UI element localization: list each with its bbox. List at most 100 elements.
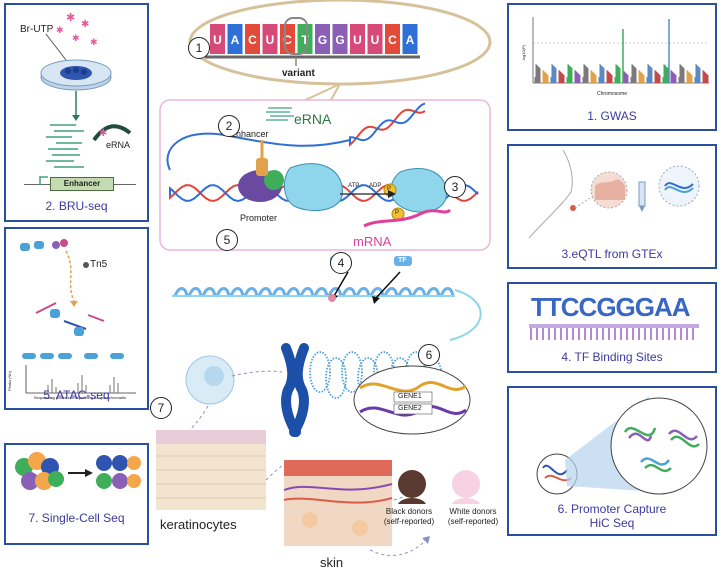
white-donors-label: White donors (self-reported) [447, 507, 499, 526]
svg-text:✱: ✱ [90, 37, 98, 47]
base-tile [280, 24, 295, 54]
base-tile [332, 24, 348, 54]
erna-strands-icon [266, 107, 294, 121]
base-letter: C [388, 33, 397, 47]
base-tile [245, 24, 260, 54]
step-number-6: 6 [418, 344, 440, 366]
bru-enhancer-box: Enhancer [50, 177, 114, 191]
bru-seq-illustration: ✱ ✱ ✱ ✱ ✱ ✱ [24, 12, 136, 185]
tn5-label: Tn5 [90, 259, 108, 270]
mrna-strand [363, 208, 452, 228]
chromatin-row-icon [22, 353, 124, 359]
bru-seq-panel: Br-UTP ✱ ✱ ✱ ✱ ✱ ✱ eRNA Enhancer [4, 3, 149, 222]
step-number-5: 5 [216, 229, 238, 251]
svg-text:✱: ✱ [99, 128, 107, 139]
tf-caption: 4. TF Binding Sites [561, 350, 663, 364]
base-tile [367, 24, 383, 54]
step-number-4: 4 [330, 252, 352, 274]
base-letter: U [371, 33, 380, 47]
base-tile [385, 24, 400, 54]
base-tile [297, 24, 313, 54]
nucleosome-icon [20, 239, 68, 251]
gene2-label: GENE2 [398, 405, 422, 412]
adp-label: ADP [369, 183, 382, 189]
mixed-cells-icon [15, 452, 64, 490]
base-tile [402, 24, 418, 54]
base-letter: G [335, 33, 344, 47]
tf-binding-illustration [529, 324, 699, 340]
petri-dish-icon [40, 59, 112, 91]
white-donor-avatar-icon [452, 470, 480, 504]
keratinocytes-label: keratinocytes [160, 517, 237, 532]
base-tile [210, 24, 225, 54]
tube-icon [638, 181, 646, 212]
tn5-enzyme-icon [83, 262, 89, 268]
enhancer-label: Enhancer [230, 129, 269, 139]
chromatin-loops-icon [623, 426, 700, 473]
svg-text:✱: ✱ [81, 19, 89, 30]
hic-caption-line2: HiC Seq [589, 516, 635, 530]
base-tile [227, 24, 243, 54]
single-cell-caption: 7. Single-Cell Seq [28, 511, 125, 525]
atac-seq-caption-visible: 5. ATAC-seq [43, 388, 110, 402]
variant-label: variant [282, 68, 315, 79]
atac-xaxis-label: Sequencing peaks corresponding to open c… [33, 395, 127, 400]
atp-label: ATP [348, 183, 360, 189]
chromosome-icon [281, 343, 309, 437]
base-tile [350, 24, 365, 54]
bru-erna-label: eRNA [106, 140, 131, 150]
base-letter: A [231, 33, 240, 47]
base-letter: U [353, 33, 362, 47]
hic-panel: 6. Promoter Capture HiC Seq [507, 386, 717, 536]
nascent-rna-reads-icon [46, 124, 84, 168]
base-letter: C [248, 33, 257, 47]
bru-enhancer-label: Enhancer [63, 179, 101, 188]
atac-peaks-chart [25, 365, 136, 394]
base-letter: C [283, 33, 292, 47]
base-letter: U [266, 33, 275, 47]
gwas-manhattan-plot [532, 17, 709, 84]
svg-text:✱: ✱ [72, 33, 80, 43]
svg-text:✱: ✱ [66, 12, 75, 24]
single-cell-illustration [15, 452, 141, 490]
fragment-icon [35, 302, 105, 336]
step-number-7: 7 [150, 397, 172, 419]
step-number-2: 2 [218, 115, 240, 137]
eqtl-panel: 3.eQTL from GTEx [507, 144, 717, 269]
gwas-xaxis-label: Chromosome [596, 91, 627, 97]
step-number-1: 1 [188, 37, 210, 59]
black-donors-label: Black donors (self-reported) [383, 507, 435, 526]
phosphate-label-1: P [387, 186, 392, 192]
tf-binding-panel: TTCCGGGAA 4. TF Binding Sites [507, 282, 717, 373]
atac-seq-panel: Tn5 Peaks (Nb) Sequencing peaks correspo… [4, 227, 149, 410]
phosphate-label-2: P [395, 210, 400, 216]
gwas-caption: 1. GWAS [587, 109, 637, 123]
gwas-yaxis-label: -log10(P) [521, 45, 526, 62]
eqtl-caption: 3.eQTL from GTEx [561, 247, 663, 261]
skin-label: skin [320, 555, 344, 570]
skin-biopsy-icon [590, 171, 628, 209]
promoter-complex-icon [238, 140, 284, 202]
hic-illustration [536, 396, 708, 495]
atac-seq-illustration [20, 239, 124, 359]
erna-label: eRNA [294, 111, 332, 127]
base-tile [262, 24, 278, 54]
sorted-cells-icon [96, 455, 141, 489]
black-donor-avatar-icon [398, 470, 426, 504]
hic-caption-line1: 6. Promoter Capture [557, 502, 667, 516]
svg-text:✱: ✱ [56, 25, 64, 35]
gene1-label: GENE1 [398, 393, 422, 400]
br-utp-label: Br-UTP [20, 24, 54, 35]
keratinocytes-tissue-icon [156, 430, 266, 510]
promoter-label: Promoter [240, 213, 278, 223]
arm-outline-icon [528, 149, 573, 239]
skin-tissue-icon [283, 460, 393, 546]
base-letter: T [301, 33, 309, 47]
single-cell-seq-panel: 7. Single-Cell Seq [4, 443, 149, 545]
base-letter: A [406, 33, 415, 47]
eqtl-illustration [528, 149, 700, 239]
base-tile [315, 24, 330, 54]
step-number-3: 3 [444, 176, 466, 198]
mrna-label: mRNA [353, 234, 392, 249]
